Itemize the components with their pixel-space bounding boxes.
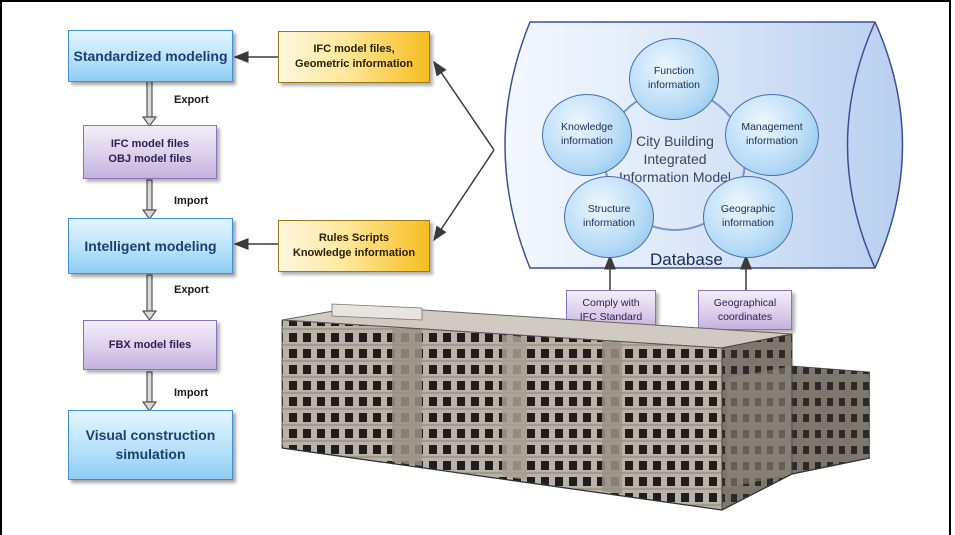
fbx-files-box: FBX model files bbox=[83, 320, 217, 370]
function-line1: Function bbox=[653, 65, 695, 78]
import-label-1: Import bbox=[174, 195, 209, 207]
geo-coordinates-line1: Geographical bbox=[713, 296, 777, 309]
ifc-standard-line2: IFC Standard bbox=[579, 311, 643, 323]
intelligent-modeling-box: Intelligent modeling bbox=[68, 218, 233, 274]
standardized-modeling-label: Standardized modeling bbox=[73, 47, 228, 64]
management-line1: Management bbox=[741, 121, 803, 134]
visual-simulation-box: Visual construction simulation bbox=[68, 410, 233, 480]
function-line2: information bbox=[648, 79, 700, 91]
geographic-line1: Geographic bbox=[720, 203, 776, 216]
structure-line2: information bbox=[583, 217, 635, 229]
flow-arrow-export-1 bbox=[141, 80, 158, 128]
function-information-circle: Function information bbox=[629, 38, 719, 120]
ifc-geometric-line1: IFC model files, bbox=[313, 43, 395, 56]
import-label-2: Import bbox=[174, 387, 209, 399]
ifc-geometric-line2: Geometric information bbox=[295, 58, 413, 70]
database-cylinder-end bbox=[846, 21, 876, 269]
city-building-model-label: City Building Integrated Information Mod… bbox=[615, 132, 735, 187]
structure-information-circle: Structure information bbox=[564, 176, 654, 258]
knowledge-line1: Knowledge bbox=[561, 121, 613, 134]
visual-simulation-line2: simulation bbox=[115, 446, 186, 462]
arrow-db-to-ifc bbox=[433, 60, 495, 151]
flow-arrow-export-2 bbox=[141, 274, 158, 322]
fbx-files-label: FBX model files bbox=[108, 338, 192, 351]
obj-files-label: OBJ model files bbox=[108, 153, 192, 165]
database-label: Database bbox=[650, 250, 723, 269]
intelligent-modeling-label: Intelligent modeling bbox=[84, 237, 217, 254]
standardized-modeling-box: Standardized modeling bbox=[68, 30, 233, 82]
geo-coordinates-box: Geographical coordinates bbox=[698, 290, 792, 330]
center-line1: City Building bbox=[636, 133, 714, 149]
rules-knowledge-line1: Rules Scripts bbox=[318, 232, 390, 245]
rules-knowledge-line2: Knowledge information bbox=[292, 247, 416, 259]
rules-knowledge-box: Rules Scripts Knowledge information bbox=[278, 220, 430, 272]
geographic-line2: information bbox=[722, 217, 774, 229]
geo-coordinates-line2: coordinates bbox=[717, 311, 773, 323]
center-line3: Information Model bbox=[618, 169, 732, 186]
flow-arrow-import-2 bbox=[141, 371, 158, 413]
export-label-1: Export bbox=[174, 94, 209, 106]
knowledge-line2: information bbox=[561, 135, 613, 147]
knowledge-information-circle: Knowledge information bbox=[542, 94, 632, 176]
ifc-standard-line1: Comply with bbox=[582, 296, 640, 309]
ifc-obj-files-box: IFC model files OBJ model files bbox=[83, 125, 217, 179]
building-3d-model-icon bbox=[281, 303, 870, 511]
arrow-db-to-rules bbox=[433, 149, 495, 242]
visual-simulation-line1: Visual construction bbox=[85, 427, 216, 444]
ifc-geometric-box: IFC model files, Geometric information bbox=[278, 31, 430, 83]
management-line2: information bbox=[746, 135, 798, 147]
structure-line1: Structure bbox=[587, 203, 631, 216]
center-line2: Integrated bbox=[643, 151, 707, 168]
ifc-files-label: IFC model files bbox=[110, 138, 190, 151]
flow-arrow-import-1 bbox=[141, 179, 158, 221]
geographic-information-circle: Geographic information bbox=[703, 176, 793, 258]
export-label-2: Export bbox=[174, 284, 209, 296]
management-information-circle: Management information bbox=[725, 94, 819, 176]
